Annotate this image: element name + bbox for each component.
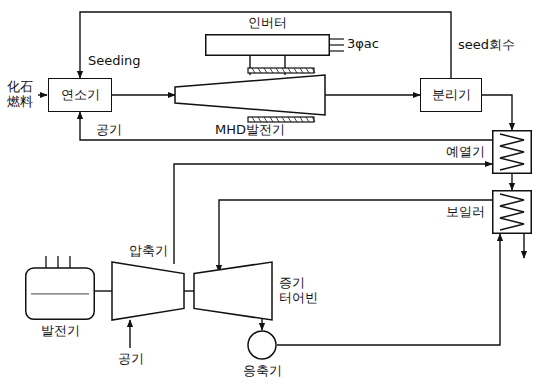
- flow-line: [219, 200, 492, 272]
- inverter-box: 인버터: [205, 34, 330, 56]
- node-shape: [205, 34, 330, 56]
- edge-label: 공기: [96, 123, 122, 138]
- air-inlet-arrow: [129, 320, 130, 348]
- seeding-label: Seeding: [88, 54, 141, 69]
- ac-output-label: 3φac: [347, 37, 379, 52]
- node-label: 인버터: [248, 16, 287, 31]
- preheater-coil: 예열기: [492, 130, 532, 174]
- flow-line: [174, 164, 492, 264]
- flow-line: [482, 95, 512, 130]
- flow-line: [95, 290, 112, 291]
- flow-line: [80, 112, 492, 140]
- flow-line: [511, 174, 512, 190]
- node-label: 응축기: [243, 364, 282, 379]
- node-shape: [25, 262, 95, 320]
- node-shape: [492, 190, 532, 234]
- combustor-box: 연소기: [48, 78, 112, 112]
- node-label: 예열기: [446, 145, 485, 160]
- node-shape: [492, 130, 532, 174]
- node-shape: [112, 262, 184, 320]
- boiler-coil: 보일러: [492, 190, 532, 234]
- air-inlet-label: 공기: [118, 352, 144, 367]
- fuel-label: 化石 燃料: [4, 80, 36, 110]
- node-label: 압축기: [129, 244, 168, 259]
- flow-line: [112, 94, 175, 95]
- mhd-generator: MHD발전기: [175, 75, 325, 115]
- node-shape: [194, 262, 272, 320]
- fuel-arrow: [38, 94, 47, 95]
- node-shape: [175, 75, 325, 115]
- node-label: 증기 터어빈: [279, 276, 323, 306]
- flow-line: [277, 234, 500, 345]
- generator: 발전기: [25, 262, 95, 320]
- node-label: 보일러: [446, 205, 485, 220]
- flow-line: [184, 290, 194, 291]
- condenser: 응축기: [247, 330, 277, 360]
- node-label: 발전기: [41, 324, 80, 339]
- flow-line: [325, 94, 420, 95]
- compressor: 압축기: [112, 262, 184, 320]
- node-shape: [247, 330, 277, 360]
- seed-recovery-label: seed회수: [458, 38, 515, 53]
- node-label: 분리기: [432, 88, 471, 103]
- node-label: 연소기: [61, 88, 100, 103]
- separator-box: 분리기: [420, 78, 482, 112]
- exhaust-arrow: [523, 234, 524, 258]
- flow-line: [80, 12, 451, 78]
- ac-output-lines: [330, 39, 344, 51]
- steam-turbine: 증기 터어빈: [194, 262, 272, 320]
- node-label: MHD발전기: [215, 123, 285, 138]
